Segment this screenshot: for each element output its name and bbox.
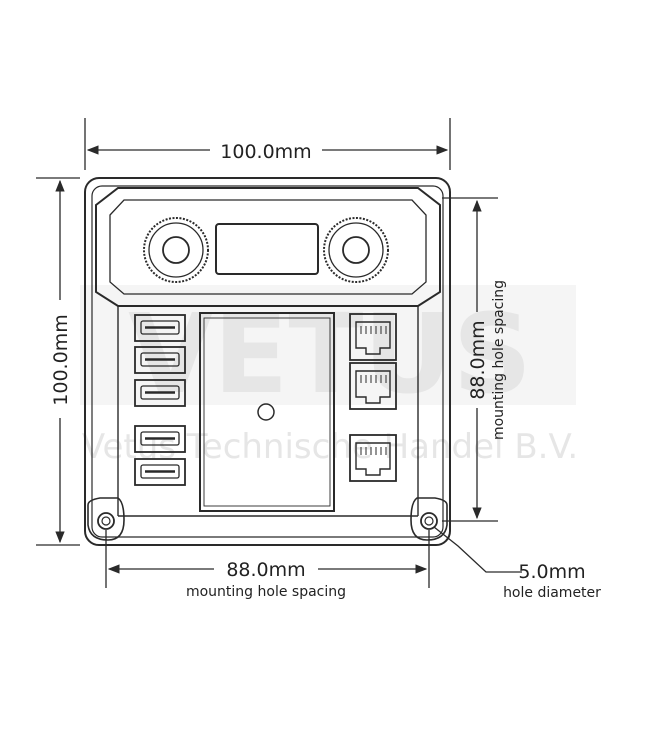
width-label: 100.0mm xyxy=(220,141,311,163)
rj45-port xyxy=(349,313,397,361)
center-cover xyxy=(199,312,335,512)
usb-port xyxy=(134,346,186,374)
faceplate xyxy=(117,306,419,517)
mounting-hole-left xyxy=(87,497,125,541)
dimension-lines xyxy=(36,118,522,588)
bezel-inner xyxy=(109,199,427,295)
hole-diameter-label: 5.0mm xyxy=(518,561,585,583)
usb-port xyxy=(134,458,186,486)
usb-port xyxy=(134,314,186,342)
bezel-outline xyxy=(95,187,441,307)
height-label: 100.0mm xyxy=(50,314,72,405)
right-knob xyxy=(323,217,389,283)
device-outline xyxy=(84,177,451,546)
usb-port xyxy=(134,379,186,407)
vspacing-caption: mounting hole spacing xyxy=(491,280,507,440)
hole-diameter-caption: hole diameter xyxy=(503,585,601,601)
display-window xyxy=(215,223,319,275)
rj45-port xyxy=(349,434,397,482)
hspacing-caption: mounting hole spacing xyxy=(186,584,346,600)
mounting-hole-right xyxy=(410,497,448,541)
usb-port xyxy=(134,425,186,453)
hole-leader xyxy=(433,526,522,573)
housing-outer xyxy=(84,177,451,546)
left-knob xyxy=(143,217,209,283)
usb-port-group xyxy=(134,314,186,486)
vspacing-label: 88.0mm xyxy=(467,320,489,399)
rj45-port xyxy=(349,362,397,410)
mounting-holes xyxy=(87,497,448,541)
hspacing-label: 88.0mm xyxy=(226,559,305,581)
dimension-labels: 100.0mm 100.0mm 88.0mm mounting hole spa… xyxy=(50,141,601,601)
cover-screw xyxy=(257,403,275,421)
housing-inner xyxy=(91,185,444,538)
rj45-port-group xyxy=(349,313,397,482)
control-bezel xyxy=(95,187,441,307)
